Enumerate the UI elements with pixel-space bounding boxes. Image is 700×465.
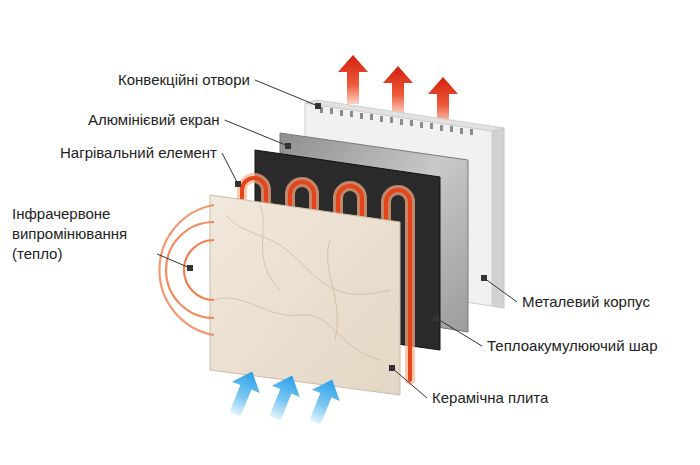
leader-line <box>225 120 288 146</box>
part-label: Інфрачервоне випромінювання (тепло) <box>12 204 152 264</box>
leader-line <box>157 254 190 268</box>
leader-dot <box>285 143 291 149</box>
leader-line <box>255 80 318 106</box>
leader-dot <box>315 103 321 109</box>
part-label: Нагрівальний елемент <box>60 143 217 163</box>
leader-line <box>222 153 238 184</box>
part-label: Алюмінієвий екран <box>88 110 220 130</box>
leader-line <box>436 318 482 346</box>
part-label: Теплоакумулюючий шар <box>487 336 658 356</box>
leader-dot <box>187 265 193 271</box>
part-label: Конвекційні отвори <box>118 70 250 90</box>
leader-dot <box>389 365 395 371</box>
leader-line <box>392 368 427 398</box>
leader-dot <box>433 315 439 321</box>
leader-dot <box>235 181 241 187</box>
leader-dot <box>481 275 487 281</box>
part-label: Керамічна плита <box>432 388 548 408</box>
leader-line <box>484 278 517 302</box>
part-label: Металевий корпус <box>522 292 650 312</box>
